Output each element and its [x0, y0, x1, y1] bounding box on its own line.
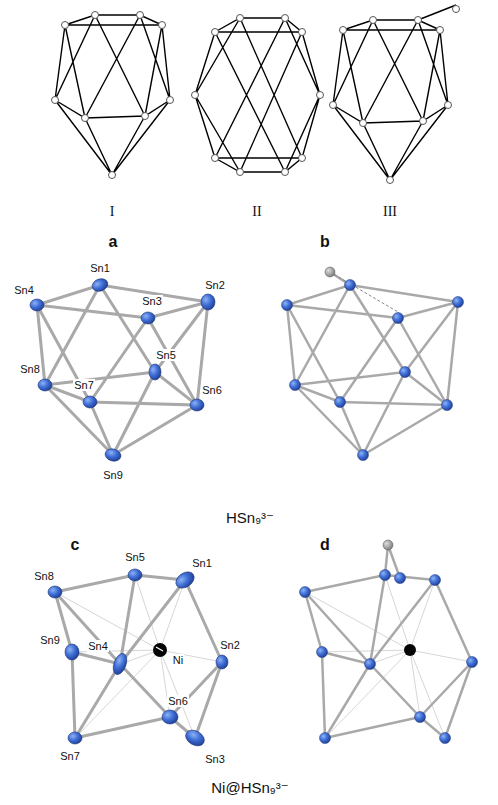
formula-label: HSn₉³⁻: [226, 510, 274, 527]
nickel-atom: [404, 644, 416, 656]
panel-letter: d: [320, 536, 330, 554]
atom-label: Sn1: [191, 557, 213, 569]
sn-bonds: [287, 272, 458, 455]
atom-label: Sn8: [33, 570, 55, 582]
atom-label: Sn9: [102, 469, 124, 481]
polyhedron-ii: [192, 15, 324, 176]
polyhedron-edges: [55, 15, 170, 175]
hydrogen-atom: [325, 267, 335, 277]
atom-label: Sn7: [73, 379, 95, 391]
atom-label: Sn2: [219, 639, 241, 651]
structure-label: I: [110, 204, 115, 219]
structure-label: II: [252, 204, 261, 219]
atom-label: Sn6: [201, 384, 223, 396]
sn-bonds: [55, 575, 222, 738]
atom-label: Sn3: [204, 753, 226, 765]
ni-hsn9-ellipsoid-view: [48, 569, 228, 750]
hydrogen-atom: [383, 540, 393, 550]
atom-label: Sn6: [167, 695, 189, 707]
hsn9-ball-view: [282, 267, 464, 461]
atom-label: Sn7: [59, 750, 81, 762]
hsn9-ellipsoid-view: [30, 277, 215, 463]
atom-label: Sn2: [204, 279, 226, 291]
atom-label: Sn9: [39, 634, 61, 646]
panel-letter: c: [71, 536, 80, 554]
polyhedron-iii: [330, 5, 460, 184]
ni-contacts: [55, 575, 222, 738]
ni-contacts: [305, 575, 472, 738]
polyhedron-i: [52, 12, 174, 179]
panel-letter: a: [109, 233, 118, 251]
agostic-contact: [330, 272, 398, 312]
nickel-highlight: [156, 647, 163, 651]
atom-label: Sn4: [13, 284, 35, 296]
ni-hsn9-ball-view: [300, 540, 478, 744]
polyhedron-edges: [195, 18, 320, 172]
sn-bonds: [305, 545, 472, 738]
polyhedron-edges: [333, 5, 456, 180]
atom-label: Sn4: [87, 640, 109, 652]
atom-label: Sn3: [141, 295, 163, 307]
atom-label: Sn5: [124, 551, 146, 563]
atom-label: Sn1: [89, 262, 111, 274]
sn-bonds: [37, 285, 208, 455]
atom-label: Ni: [172, 654, 184, 666]
atom-label: Sn8: [19, 363, 41, 375]
atom-label: Sn5: [155, 349, 177, 361]
structure-label: III: [383, 204, 397, 219]
formula-label: Ni@HSn₉³⁻: [211, 780, 288, 797]
panel-letter: b: [320, 233, 330, 251]
nickel-atom: [153, 643, 167, 657]
